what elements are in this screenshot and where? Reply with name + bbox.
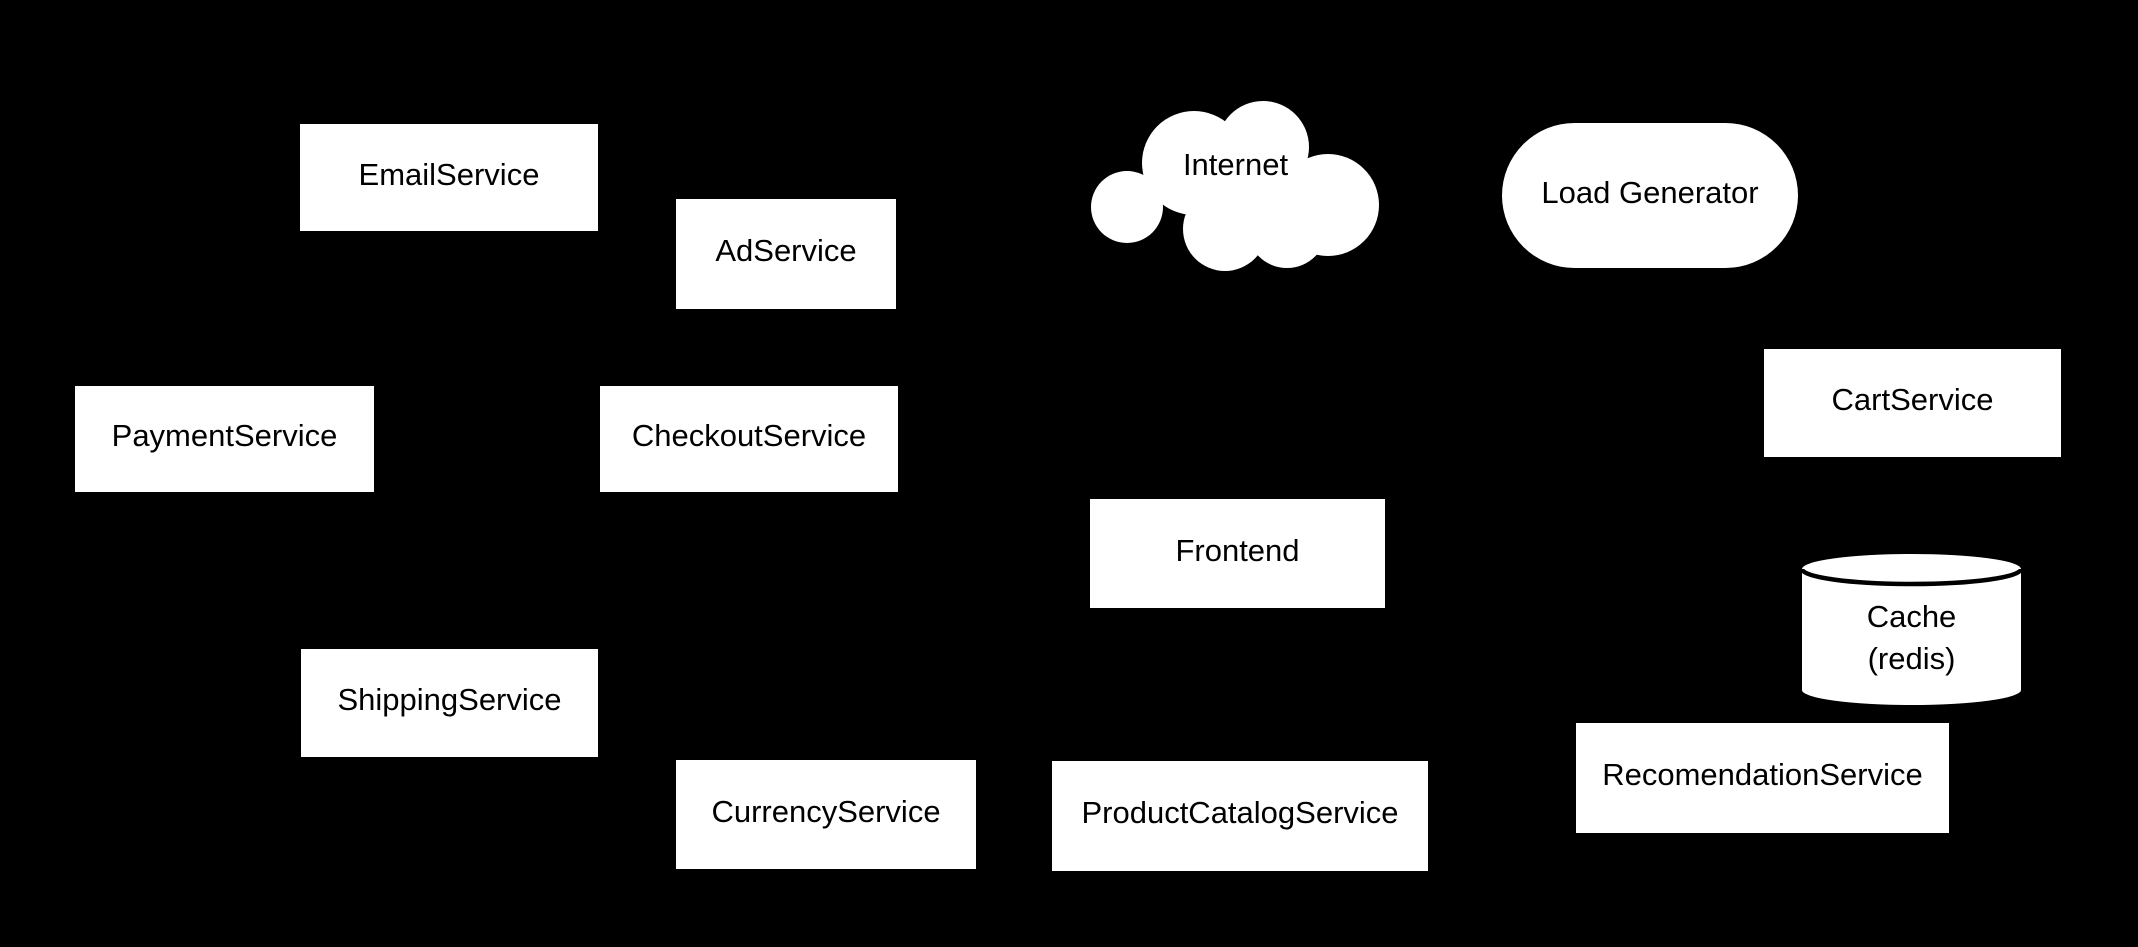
node-product-catalog-service: ProductCatalogService [1052, 761, 1428, 871]
node-cart-service-label: CartService [1831, 382, 1994, 418]
node-payment-service-label: PaymentService [111, 418, 338, 454]
node-payment-service: PaymentService [75, 386, 374, 492]
node-currency-service: CurrencyService [676, 760, 976, 869]
node-ad-service: AdService [676, 199, 896, 309]
node-ad-service-label: AdService [715, 233, 857, 269]
cache-label-line2: (redis) [1867, 641, 1956, 676]
cache-label-line1: Cache [1866, 599, 1957, 634]
cache-cylinder-icon [1800, 554, 2023, 705]
node-internet: Internet [1091, 89, 1380, 273]
node-cart-service: CartService [1764, 349, 2061, 457]
node-checkout-service: CheckoutService [600, 386, 898, 492]
node-cache-redis-label: Cache (redis) [1800, 596, 2023, 680]
node-internet-label: Internet [1182, 147, 1289, 182]
node-shipping-service-label: ShippingService [337, 682, 562, 718]
node-checkout-service-label: CheckoutService [631, 418, 867, 454]
node-load-generator: Load Generator [1502, 123, 1798, 268]
node-currency-service-label: CurrencyService [711, 793, 941, 829]
node-frontend-label: Frontend [1175, 532, 1300, 568]
node-email-service: EmailService [300, 124, 598, 231]
node-recomendation-service-label: RecomendationService [1602, 757, 1923, 793]
node-shipping-service: ShippingService [301, 649, 598, 757]
node-frontend: Frontend [1090, 499, 1385, 608]
node-email-service-label: EmailService [358, 156, 540, 192]
internet-cloud-icon [1091, 101, 1379, 271]
node-load-generator-label: Load Generator [1541, 174, 1759, 210]
node-product-catalog-service-label: ProductCatalogService [1081, 795, 1399, 831]
node-cache-redis: Cache (redis) [1800, 552, 2023, 707]
node-recomendation-service: RecomendationService [1576, 723, 1949, 833]
